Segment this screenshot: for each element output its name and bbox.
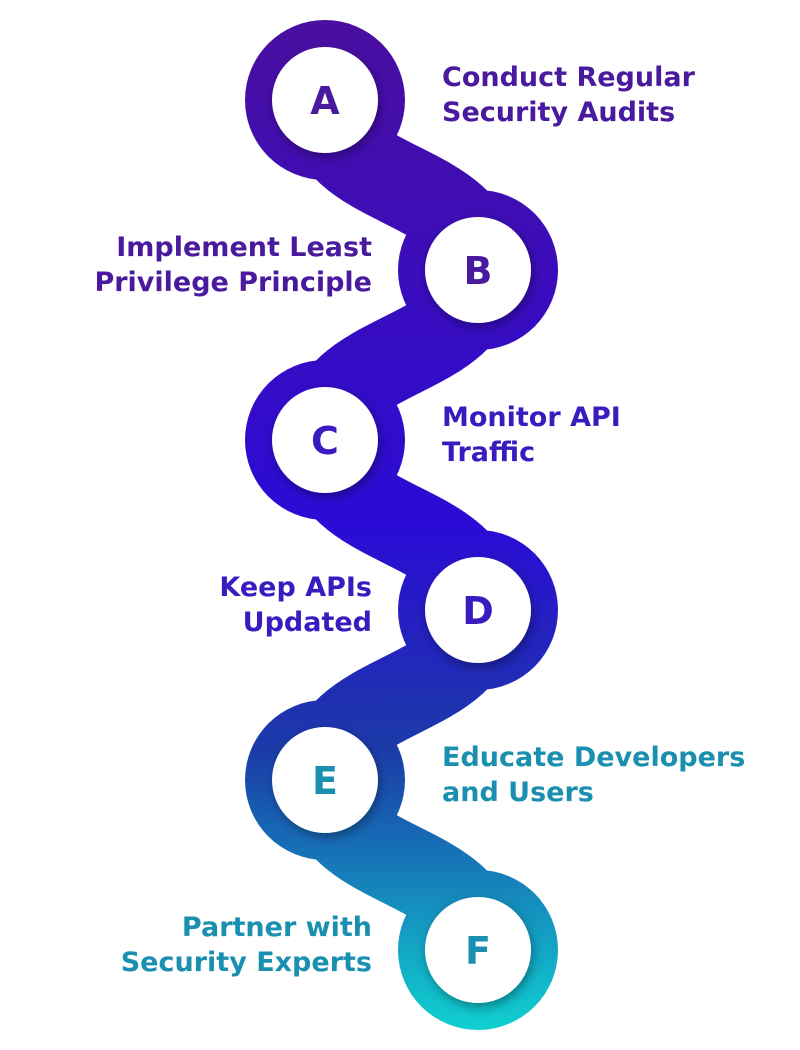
step-letter: A	[310, 79, 340, 123]
step-node-d: D	[425, 557, 531, 663]
step-node-a: A	[272, 47, 378, 153]
node-circle	[272, 727, 378, 833]
step-label-a: Conduct Regular Security Audits	[442, 62, 695, 128]
step-label-b: Implement Least Privilege Principle	[94, 232, 372, 298]
step-label-c: Monitor API Traffic	[442, 402, 621, 468]
step-letter: B	[464, 249, 493, 293]
step-label-d: Keep APIs Updated	[219, 572, 372, 638]
step-nodes: A B C D E F	[272, 47, 531, 1003]
connector-path	[245, 20, 558, 1030]
step-letter: E	[312, 759, 338, 803]
step-node-c: C	[272, 387, 378, 493]
node-circle	[425, 557, 531, 663]
step-node-e: E	[272, 727, 378, 833]
node-circle	[425, 217, 531, 323]
step-node-f: F	[425, 897, 531, 1003]
step-letter: D	[462, 589, 494, 633]
step-letter: C	[311, 419, 339, 463]
step-label-e: Educate Developers and Users	[442, 742, 746, 808]
step-node-b: B	[425, 217, 531, 323]
step-letter: F	[465, 929, 491, 973]
step-label-f: Partner with Security Experts	[120, 912, 372, 978]
node-circle	[425, 897, 531, 1003]
node-circle	[272, 387, 378, 493]
node-circle	[272, 47, 378, 153]
